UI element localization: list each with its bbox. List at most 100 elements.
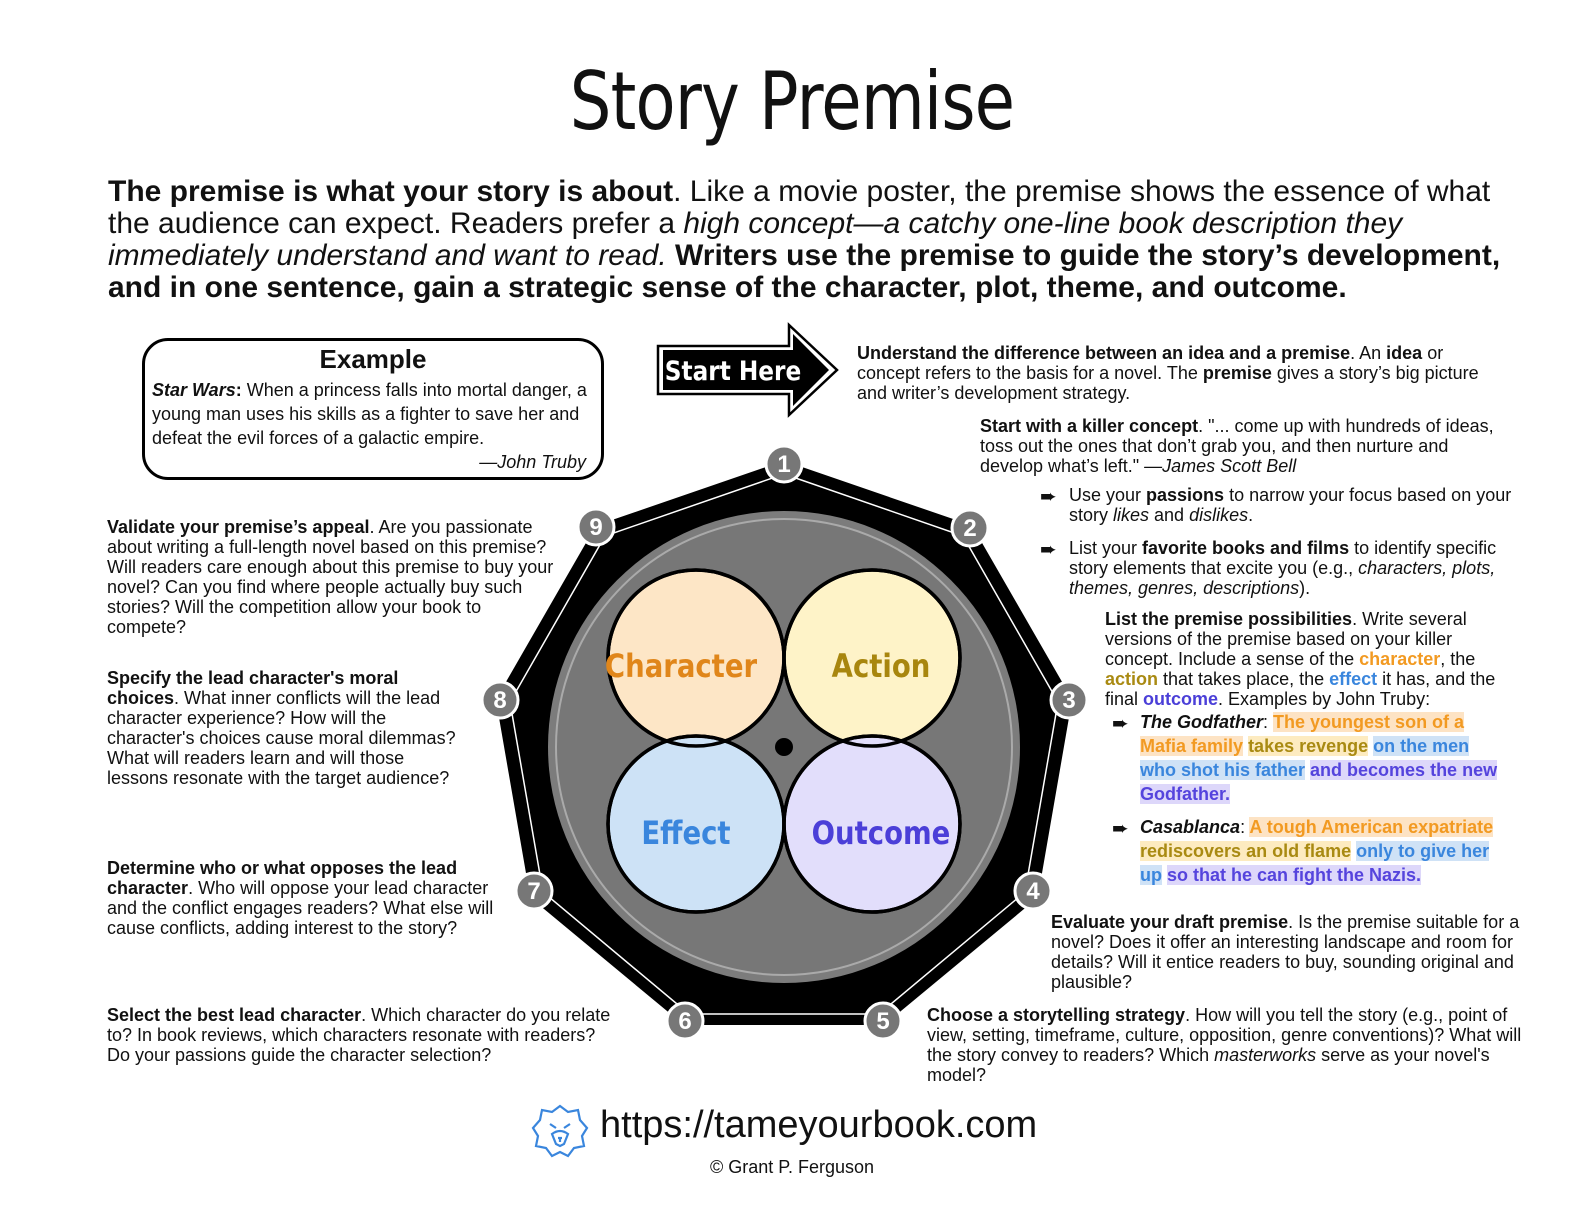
bullet-2-part: ).	[1299, 578, 1311, 598]
example-box	[142, 338, 604, 480]
step-3-part: that takes place, the	[1158, 669, 1330, 689]
premise-diagram: Character Action Effect Outcome 1 2 3 4 …	[480, 444, 1089, 1040]
example-title: Example	[319, 344, 427, 374]
casablanca-title: Casablanca	[1140, 817, 1241, 837]
bullet-1-part: to narrow your focus based on your story	[1069, 485, 1512, 525]
step-3-heading: List the premise possibilities	[1105, 609, 1353, 629]
step-badge-4	[1013, 871, 1053, 911]
example-body: When a princess falls into mortal danger…	[152, 380, 587, 448]
step-3-effect: effect	[1329, 669, 1378, 689]
action-label: Action	[832, 648, 931, 686]
step-3-text: List the premise possibilities. Write se…	[1105, 609, 1515, 709]
step-9-text: Validate your premise’s appeal. Are you …	[107, 517, 562, 637]
bullet-2-bold: favorite books and films	[1142, 538, 1350, 558]
footer-copyright: © Grant P. Ferguson	[709, 1157, 874, 1177]
step-number-1: 1	[777, 451, 790, 478]
lion-head-icon	[531, 1104, 589, 1158]
step-1-premise: premise	[1202, 363, 1272, 383]
step-3-outcome: outcome	[1143, 689, 1219, 709]
casablanca-character: A tough American expatriate	[1249, 817, 1494, 837]
step-1-text: Understand the difference between an ide…	[857, 343, 1487, 403]
intro-italic: high concept—a catchy one-line book desc…	[108, 207, 1403, 272]
step-3-part: . Write several versions of the premise …	[1105, 609, 1467, 669]
outcome-label: Outcome	[812, 815, 951, 853]
step-1-part: or concept refers to the basis for a nov…	[857, 343, 1444, 383]
bullet-2-italic: characters, plots, themes, genres, descr…	[1069, 558, 1496, 598]
right-arrow-icon: ➨	[1040, 539, 1057, 561]
step-9-body: . Are you passionate about writing a ful…	[107, 517, 554, 637]
godfather-title: The Godfather	[1140, 712, 1264, 732]
intro-bold: The premise is what your story is about	[108, 175, 674, 208]
step-badge-1	[764, 444, 804, 484]
step-badge-9	[576, 507, 616, 547]
step-8-body: . What inner conflicts will the lead cha…	[107, 688, 456, 788]
character-label: Character	[605, 648, 757, 686]
right-arrow-icon: ➨	[1112, 713, 1129, 735]
step-1-idea: idea	[1386, 343, 1423, 363]
step-number-3: 3	[1062, 687, 1075, 714]
example-colon: :	[235, 380, 242, 400]
step-number-5: 5	[876, 1008, 889, 1035]
step-4-text: Evaluate your draft premise. Is the prem…	[1051, 912, 1521, 992]
bullet-1-italic: likes	[1113, 505, 1150, 525]
step-2-heading: Start with a killer concept	[980, 416, 1199, 436]
step-5-heading: Choose a storytelling strategy	[927, 1005, 1186, 1025]
step-7-heading: Determine who or what opposes the lead c…	[107, 858, 458, 898]
page-title: Story Premise	[569, 55, 1015, 148]
casablanca-colon: :	[1240, 817, 1246, 837]
step-5-part: serve as your novel's model?	[927, 1045, 1490, 1085]
step-3-action: action	[1105, 669, 1159, 689]
step-5-italic: masterworks	[1214, 1045, 1317, 1065]
step-badge-6	[665, 1001, 705, 1040]
step-number-6: 6	[678, 1008, 691, 1035]
intro-paragraph: The premise is what your story is about.…	[108, 176, 1518, 304]
step-6-text: Select the best lead character. Which ch…	[107, 1005, 622, 1065]
step-3-part: . Examples by John Truby:	[1218, 689, 1431, 709]
example-attribution: —John Truby	[479, 452, 586, 472]
step-4-heading: Evaluate your draft premise	[1051, 912, 1289, 932]
step-1-heading: Understand the difference between an ide…	[857, 343, 1351, 363]
start-here-arrow: Start Here	[656, 322, 839, 418]
step-3-part: , the	[1440, 649, 1476, 669]
step-number-7: 7	[527, 878, 540, 905]
bullet-1-bold: passions	[1146, 485, 1225, 505]
nonagon-inner-line	[509, 473, 1059, 1015]
step-1-part: . An	[1350, 343, 1387, 363]
footer-url[interactable]: https://tameyourbook.com	[600, 1104, 1038, 1146]
step-7-body: . Who will oppose your lead character an…	[107, 878, 494, 938]
example-text: Star Wars: When a princess falls into mo…	[152, 378, 602, 450]
step-number-9: 9	[589, 514, 602, 541]
bullet-1-part: .	[1248, 505, 1254, 525]
step-number-8: 8	[493, 687, 506, 714]
intro-bold-2: Writers use the premise to guide the sto…	[108, 239, 1501, 304]
step-badge-7	[514, 871, 554, 911]
godfather-action: takes revenge	[1248, 736, 1369, 756]
step-badge-8	[480, 680, 520, 720]
step-7-text: Determine who or what opposes the lead c…	[107, 858, 502, 938]
center-dot	[775, 738, 793, 756]
bullet-2-part: List your	[1069, 538, 1143, 558]
step-badge-3	[1049, 680, 1089, 720]
godfather-colon: :	[1263, 712, 1269, 732]
step-8-heading: Specify the lead character's moral choic…	[107, 668, 399, 708]
effect-label: Effect	[641, 815, 730, 853]
step-2-text: Start with a killer concept. "... come u…	[980, 416, 1500, 476]
example-film: Star Wars	[152, 380, 236, 400]
right-arrow-icon: ➨	[1040, 486, 1057, 508]
step-6-body: . Which character do you relate to? In b…	[107, 1005, 611, 1065]
casablanca-example: Casablanca: A tough American expatriate …	[1140, 815, 1500, 887]
bullet-1-part: and	[1149, 505, 1190, 525]
step-number-2: 2	[963, 515, 976, 542]
step-2-quote: . "... come up with hundreds of ideas, t…	[980, 416, 1494, 476]
step-1-part: gives a story’s big picture and writer’s…	[857, 363, 1479, 403]
step-number-4: 4	[1026, 878, 1040, 905]
step-8-text: Specify the lead character's moral choic…	[107, 668, 457, 788]
step-3-part: it has, and the final	[1105, 669, 1496, 709]
step-3-character: character	[1359, 649, 1441, 669]
bullet-2-part: to identify specific story elements that…	[1069, 538, 1497, 578]
step-2-attribution: —James Scott Bell	[1144, 456, 1297, 476]
step-badge-2	[950, 508, 990, 548]
step-2-bullet-2: List your favorite books and films to id…	[1069, 538, 1499, 598]
step-5-text: Choose a storytelling strategy. How will…	[927, 1005, 1527, 1085]
step-badge-5	[863, 1001, 903, 1040]
